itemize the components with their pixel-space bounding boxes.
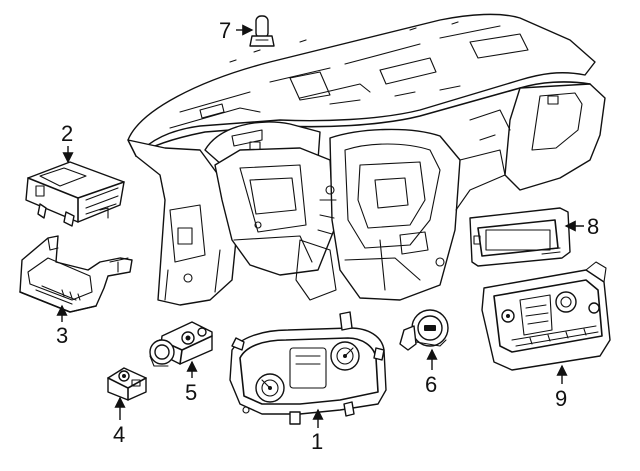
control-module-part xyxy=(25,161,125,227)
display-screen-part xyxy=(469,207,571,267)
callout-7: 7 xyxy=(219,18,231,43)
callout-9: 9 xyxy=(555,386,567,411)
radio-panel-part xyxy=(481,261,611,371)
callout-1: 1 xyxy=(311,429,323,454)
callout-3: 3 xyxy=(56,323,68,348)
callout-5: 5 xyxy=(185,380,197,405)
sensor-part xyxy=(249,15,275,47)
leader-lines xyxy=(56,24,584,428)
bracket-module-part xyxy=(19,235,133,313)
callout-2: 2 xyxy=(61,121,73,146)
small-switch-part xyxy=(107,367,147,401)
instrument-cluster-part xyxy=(229,311,387,425)
callout-labels: 7 2 3 4 5 1 6 8 9 xyxy=(56,18,599,454)
callout-4: 4 xyxy=(113,422,125,447)
callout-8: 8 xyxy=(587,214,599,239)
headlamp-switch-part xyxy=(149,321,213,367)
ignition-switch-part xyxy=(399,309,449,351)
dashboard-panel xyxy=(127,13,606,306)
callout-6: 6 xyxy=(425,372,437,397)
